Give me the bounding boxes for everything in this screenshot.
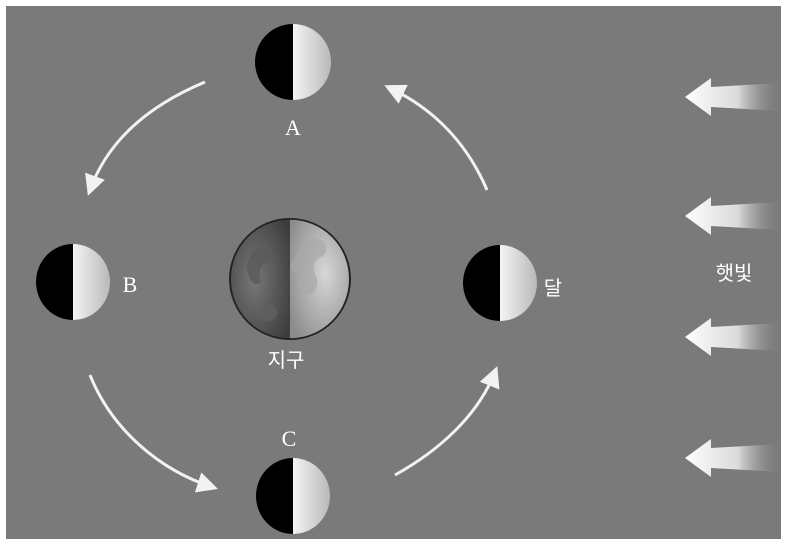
moon-a: [255, 24, 331, 100]
earth: [229, 218, 351, 340]
label-c: C: [282, 426, 297, 451]
sunlight-arrow-1: [685, 78, 781, 116]
moon-c: [256, 458, 330, 534]
moon-right: [463, 245, 537, 321]
orbit-arrow-b-to-c: [88, 374, 218, 493]
orbit-arrow-a-to-b: [85, 80, 206, 196]
label-moon: 달: [544, 276, 562, 300]
moon-b: [36, 244, 110, 320]
orbit-arrow-moon-to-a: [384, 84, 489, 191]
label-sunlight: 햇빛: [716, 261, 753, 285]
label-a: A: [285, 115, 301, 140]
sunlight-arrow-3: [685, 318, 781, 356]
label-earth: 지구: [268, 348, 305, 372]
sunlight-arrow-2: [685, 197, 781, 235]
orbit-arrow-c-to-moon: [394, 366, 500, 477]
label-b: B: [123, 272, 138, 297]
sunlight-arrow-4: [685, 439, 781, 477]
